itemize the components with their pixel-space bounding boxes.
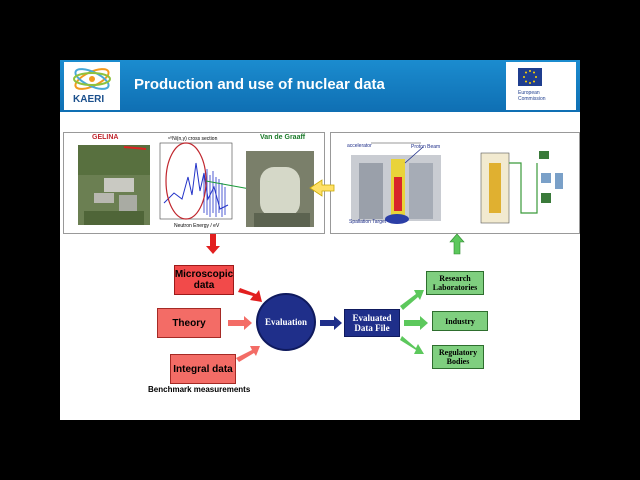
yellow-left-arrow <box>309 179 335 197</box>
eu-flag-icon <box>518 68 542 86</box>
flow-arrows <box>206 179 465 362</box>
logo-text: KAERI <box>73 94 105 105</box>
arrow-regulatory <box>400 336 424 354</box>
gelina-panel: GELINA ⁶⁰Ni(n,γ) cross section Neutron E… <box>63 132 325 234</box>
evaluation-circle: Evaluation <box>256 293 316 351</box>
european-commission-logo: European Commission <box>506 62 576 110</box>
regulatory-bodies-box: Regulatory Bodies <box>432 345 484 369</box>
slide-header: KAERI Production and use of nuclear data… <box>60 60 580 112</box>
gelina-images <box>78 142 314 227</box>
spallation-label: Spallation Target <box>349 219 387 225</box>
arrow-integral <box>236 346 260 362</box>
kaeri-logo: KAERI <box>64 62 120 110</box>
industry-box: Industry <box>432 311 488 331</box>
evaluated-data-file-box: Evaluated Data File <box>344 309 400 337</box>
slide-title: Production and use of nuclear data <box>134 76 385 93</box>
arrow-research <box>400 290 424 310</box>
chart-title: ⁶⁰Ni(n,γ) cross section <box>168 136 218 142</box>
gelina-label: GELINA <box>92 134 119 141</box>
atom-logo-icon <box>73 68 111 90</box>
arrow-to-file <box>320 316 342 330</box>
accelerator-label: accelerator <box>347 143 372 149</box>
benchmark-label: Benchmark measurements <box>148 385 251 394</box>
green-up-arrow <box>449 233 465 255</box>
slide: KAERI Production and use of nuclear data… <box>60 60 580 420</box>
van-de-graaff-label: Van de Graaff <box>260 134 306 141</box>
arrow-industry <box>404 316 428 330</box>
accelerator-images <box>351 142 563 224</box>
arrow-theory <box>228 316 252 330</box>
integral-data-box: Integral data <box>170 354 236 384</box>
arrow-microscopic <box>238 288 262 302</box>
red-down-arrow <box>206 234 220 254</box>
microscopic-data-box: Microscopic data <box>174 265 234 295</box>
theory-box: Theory <box>157 308 221 338</box>
proton-beam-label: Proton Beam <box>411 144 441 150</box>
accelerator-panel: accelerator Proton Beam Spallation Targe… <box>330 132 580 234</box>
research-laboratories-box: Research Laboratories <box>426 271 484 295</box>
x-axis-label: Neutron Energy / eV <box>174 223 220 229</box>
ec-text: European Commission <box>518 90 546 102</box>
